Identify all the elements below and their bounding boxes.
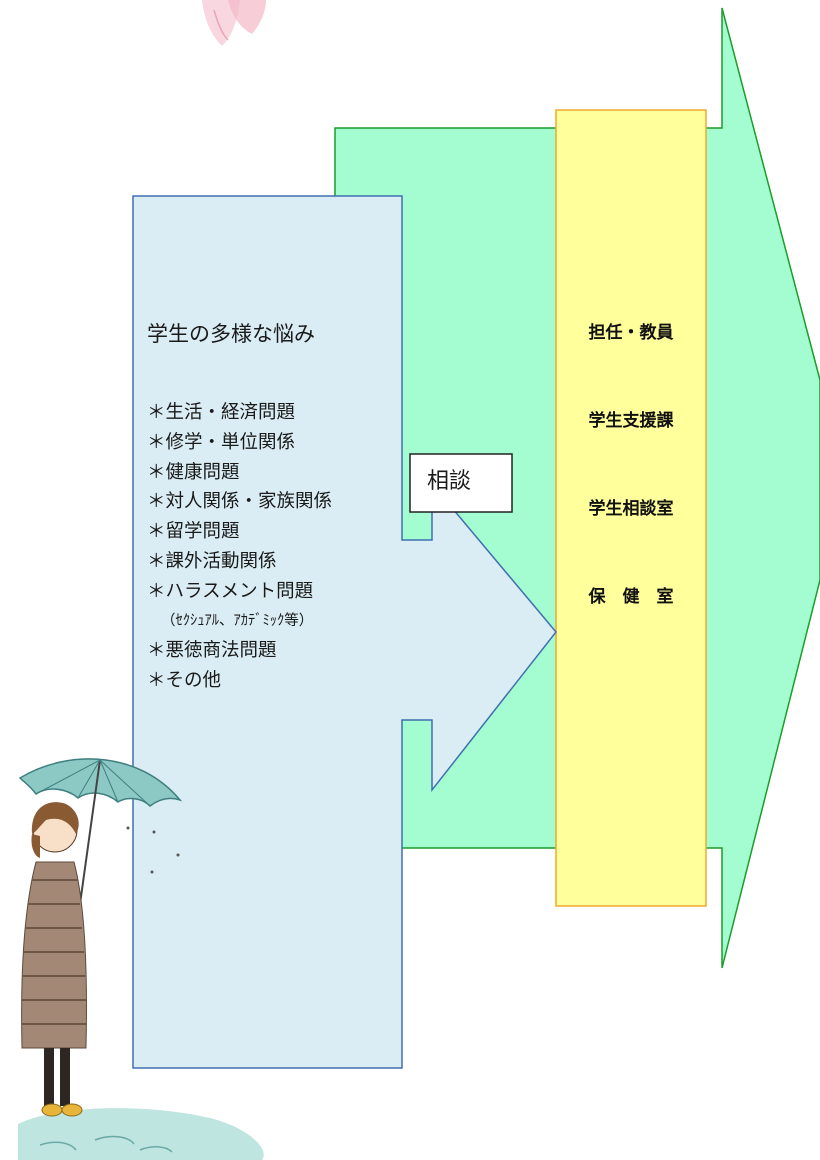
problem-item: ＊その他 — [147, 670, 222, 692]
problem-item: ＊対人関係・家族関係 — [147, 491, 333, 513]
destination-homeroom-teacher: 担任・教員 — [588, 323, 674, 343]
problem-item: ＊健康問題 — [147, 461, 240, 483]
problems-title: 学生の多様な悩み — [147, 322, 315, 346]
destination-counseling-room: 学生相談室 — [588, 499, 674, 519]
consult-label: 相談 — [427, 469, 472, 494]
problem-item-note: （ｾｸｼｭｱﾙ、ｱｶﾃﾞﾐｯｸ等） — [161, 612, 314, 629]
problem-item: ＊生活・経済問題 — [147, 402, 296, 423]
destination-student-support: 学生支援課 — [588, 411, 674, 431]
consult-label-box — [409, 453, 513, 513]
destination-health-room: 保 健 室 — [588, 587, 674, 607]
problem-item: ＊ハラスメント問題 — [147, 580, 314, 602]
problem-item: ＊課外活動関係 — [147, 550, 277, 572]
problem-item: ＊留学問題 — [147, 521, 240, 543]
girl-with-umbrella-illustration — [18, 758, 264, 1160]
problems-arrow-box — [132, 195, 557, 1069]
destinations-box — [555, 109, 707, 907]
sakura-petal-decoration — [202, 0, 266, 46]
problem-item: ＊悪徳商法問題 — [147, 640, 277, 662]
problem-item: ＊修学・単位関係 — [147, 431, 296, 453]
problems-list: ＊生活・経済問題 ＊修学・単位関係 ＊健康問題 ＊対人関係・家族関係 ＊留学問題… — [147, 398, 332, 696]
